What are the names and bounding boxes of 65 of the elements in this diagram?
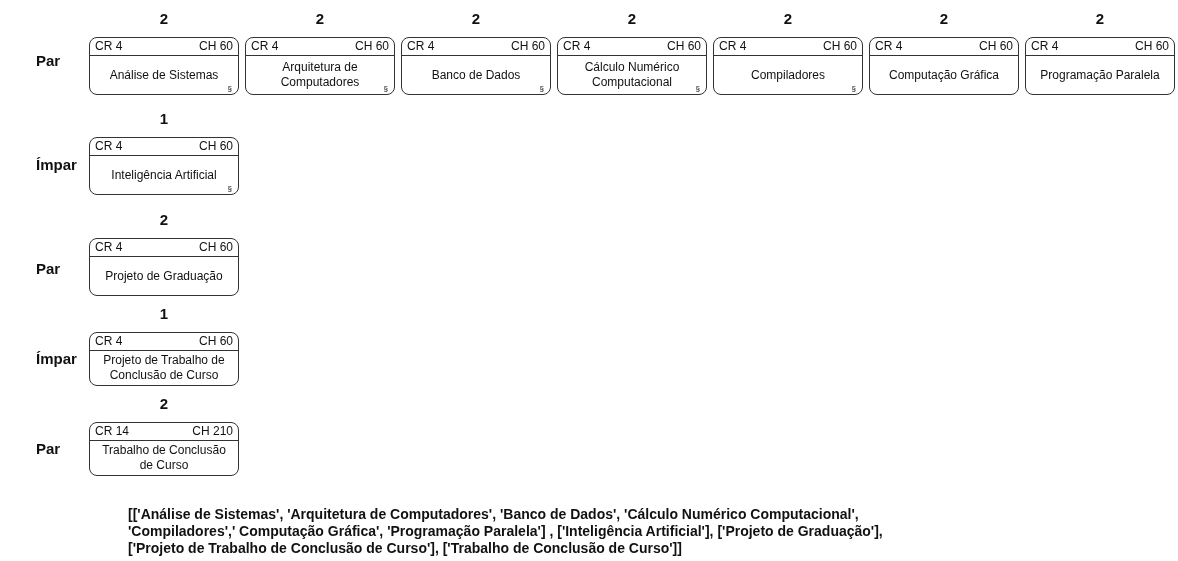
- hours-label: CH 60: [199, 333, 233, 350]
- semester-number: 2: [782, 10, 794, 27]
- course-name: Projeto de Trabalho de Conclusão de Curso: [102, 353, 226, 383]
- semester-number: 2: [158, 395, 170, 412]
- section-mark: §: [695, 84, 700, 93]
- course-name: Banco de Dados: [431, 67, 521, 83]
- credit-label: CR 4: [563, 38, 591, 55]
- course-name: Trabalho de Conclusão de Curso: [101, 443, 227, 473]
- course-name: Compiladores: [750, 67, 825, 83]
- course-card: [869, 37, 1019, 95]
- hours-label: CH 60: [979, 38, 1013, 55]
- course-card: [89, 37, 239, 95]
- section-mark: §: [227, 84, 232, 93]
- course-name: Cálculo Numérico Computacional: [583, 60, 681, 90]
- hours-label: CH 60: [1135, 38, 1169, 55]
- course-card: [1025, 37, 1175, 95]
- course-card: [89, 238, 239, 296]
- row-label: Par: [36, 52, 61, 69]
- hours-label: CH 60: [199, 38, 233, 55]
- course-card: [557, 37, 707, 95]
- row-label: Par: [36, 260, 61, 277]
- semester-number: 2: [158, 10, 170, 27]
- list-text: [['Análise de Sistemas', 'Arquitetura de Computadores', 'Banco de Dados', 'Cálculo Numérico Computacional', 'Compiladores',' Computação Gráfica', 'Programação Paralela'] , ['Inteligência Artificial'], ['Projeto de Graduação'], ['Projeto de Trabalho de Conclusão de Curso'], ['Trabalho de Conclusão de Curso']]: [128, 506, 884, 557]
- credit-label: CR 4: [719, 38, 747, 55]
- semester-number: 2: [314, 10, 326, 27]
- section-mark: §: [539, 84, 544, 93]
- hours-label: CH 60: [199, 239, 233, 256]
- course-card: [713, 37, 863, 95]
- course-card: [89, 332, 239, 386]
- semester-number: 2: [1094, 10, 1106, 27]
- credit-label: CR 4: [251, 38, 279, 55]
- semester-number: 1: [158, 110, 170, 127]
- credit-label: CR 14: [95, 423, 129, 440]
- hours-label: CH 60: [199, 138, 233, 155]
- semester-number: 2: [626, 10, 638, 27]
- credit-label: CR 4: [95, 333, 123, 350]
- course-card: [401, 37, 551, 95]
- section-mark: §: [227, 184, 232, 193]
- hours-label: CH 60: [823, 38, 857, 55]
- credit-label: CR 4: [1031, 38, 1059, 55]
- row-label: Par: [36, 440, 61, 457]
- section-mark: §: [383, 84, 388, 93]
- semester-number: 2: [158, 211, 170, 228]
- course-name: Inteligência Artificial: [111, 167, 217, 183]
- course-card: [245, 37, 395, 95]
- course-name: Arquitetura de Computadores: [279, 60, 361, 90]
- course-name: Análise de Sistemas: [109, 67, 219, 83]
- semester-number: 2: [470, 10, 482, 27]
- credit-label: CR 4: [407, 38, 435, 55]
- course-name: Projeto de Graduação: [105, 268, 223, 284]
- course-name: Computação Gráfica: [888, 67, 1000, 83]
- hours-label: CH 60: [667, 38, 701, 55]
- semester-number: 1: [158, 305, 170, 322]
- credit-label: CR 4: [95, 38, 123, 55]
- credit-label: CR 4: [95, 239, 123, 256]
- hours-label: CH 60: [355, 38, 389, 55]
- course-card: [89, 137, 239, 195]
- credit-label: CR 4: [95, 138, 123, 155]
- course-name: Programação Paralela: [1040, 67, 1160, 83]
- hours-label: CH 210: [192, 423, 233, 440]
- section-mark: §: [851, 84, 856, 93]
- credit-label: CR 4: [875, 38, 903, 55]
- semester-number: 2: [938, 10, 950, 27]
- hours-label: CH 60: [511, 38, 545, 55]
- course-card: [89, 422, 239, 476]
